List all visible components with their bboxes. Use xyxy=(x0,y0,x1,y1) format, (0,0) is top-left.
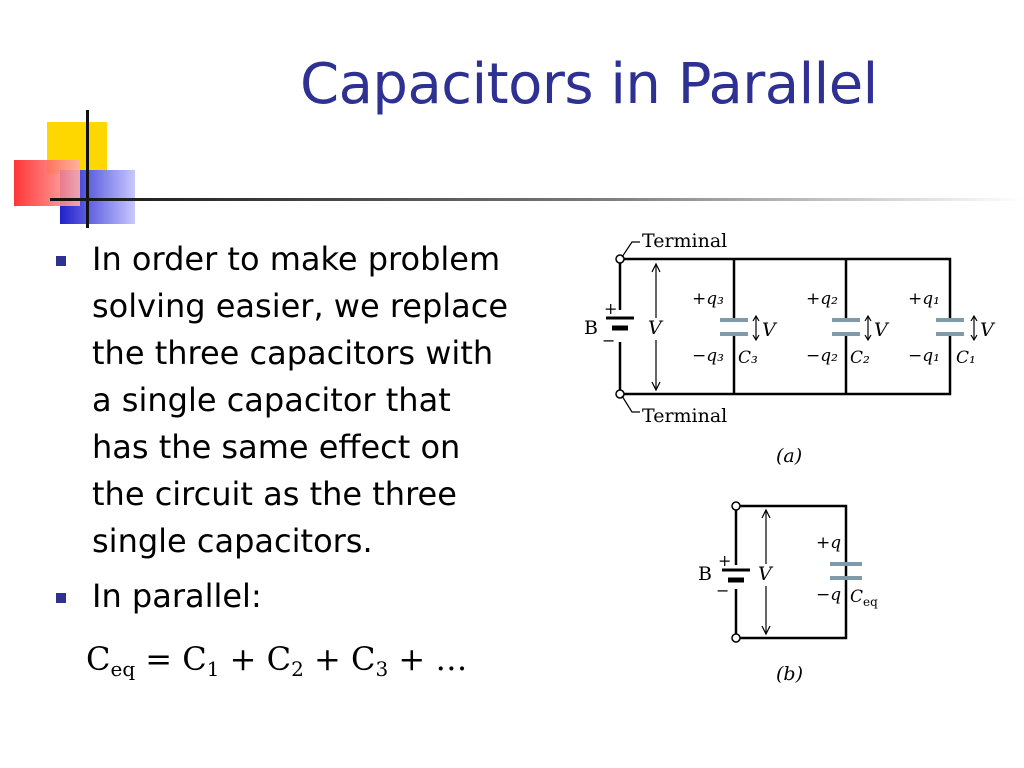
c2-charge-pos: +q₂ xyxy=(806,289,838,309)
figure-b-caption: (b) xyxy=(776,663,803,685)
formula-ceq-sub: eq xyxy=(110,657,136,681)
voltage-b-label: V xyxy=(758,563,774,585)
formula-plus: + xyxy=(219,640,267,678)
bullet-line: solving easier, we replace xyxy=(92,287,509,325)
c1-voltage-label: V xyxy=(980,319,996,341)
ceq-label: Ceq xyxy=(850,587,878,609)
bullet-line: the three capacitors with xyxy=(92,334,494,372)
formula-c2-sub: 2 xyxy=(291,657,304,681)
bullet-marker-icon xyxy=(56,256,66,266)
equivalent-capacitance-formula: Ceq = C1 + C2 + C3 + … xyxy=(86,640,467,681)
formula-plus: + xyxy=(303,640,352,678)
terminal-top-label: Terminal xyxy=(642,230,727,252)
ceq-charge-pos: +q xyxy=(816,533,841,553)
battery-symbol xyxy=(606,316,634,331)
battery-minus: − xyxy=(602,331,615,350)
formula-c1: C xyxy=(182,640,207,678)
bullet-list: In order to make problem solving easier,… xyxy=(52,236,572,620)
capacitor-c2 xyxy=(832,318,860,336)
formula-ceq: C xyxy=(86,640,111,678)
horizontal-rule xyxy=(50,198,1024,201)
battery-b-minus: − xyxy=(716,581,729,600)
c3-voltage-label: V xyxy=(762,319,778,341)
c3-label: C₃ xyxy=(738,348,758,368)
slide-title: Capacitors in Parallel xyxy=(300,52,878,117)
battery-label: B xyxy=(584,317,598,339)
formula-c1-sub: 1 xyxy=(206,657,220,681)
voltage-label: V xyxy=(648,317,664,339)
c2-charge-neg: −q₂ xyxy=(806,346,838,366)
parallel-circuit-diagram-a: Terminal Terminal B + − V +q₃ −q₃ C₃ V +… xyxy=(584,230,996,467)
battery-b-symbol xyxy=(722,568,750,583)
formula-tail: + … xyxy=(388,640,468,678)
c3-charge-neg: −q₃ xyxy=(692,346,724,366)
c1-label: C₁ xyxy=(956,348,976,368)
formula-c2: C xyxy=(266,640,292,678)
bullet-item: In parallel: xyxy=(52,573,572,620)
formula-equals: = xyxy=(135,640,183,678)
capacitor-ceq xyxy=(830,562,862,580)
battery-plus: + xyxy=(604,299,617,318)
terminal-bottom-label: Terminal xyxy=(642,405,727,427)
bullet-line: single capacitors. xyxy=(92,522,373,560)
terminal-b-top-node xyxy=(731,501,741,511)
formula-c3: C xyxy=(351,640,376,678)
bullet-line: In order to make problem xyxy=(92,240,501,278)
c1-charge-pos: +q₁ xyxy=(908,289,940,309)
terminal-b-bottom-node xyxy=(731,633,741,643)
bullet-marker-icon xyxy=(56,593,66,603)
bullet-line: has the same effect on xyxy=(92,428,461,466)
bullet-line: a single capacitor that xyxy=(92,381,451,419)
c1-charge-neg: −q₁ xyxy=(908,346,940,366)
c2-voltage-label: V xyxy=(874,319,890,341)
circuit-wires xyxy=(620,257,952,396)
vertical-rule xyxy=(86,110,89,228)
bullet-line: the circuit as the three xyxy=(92,475,457,513)
capacitor-c1 xyxy=(936,318,964,336)
c2-label: C₂ xyxy=(850,348,870,368)
decorative-corner-graphic xyxy=(14,110,1024,228)
c3-charge-pos: +q₃ xyxy=(692,289,724,309)
battery-b-plus: + xyxy=(718,551,731,570)
capacitor-c3 xyxy=(720,318,748,336)
equivalent-circuit-diagram-b: B + − V +q −q Ceq (b) xyxy=(698,501,878,685)
battery-b-label: B xyxy=(698,563,712,585)
bullet-item: In order to make problem solving easier,… xyxy=(52,236,572,565)
figure-a-caption: (a) xyxy=(776,445,802,467)
bullet-line: In parallel: xyxy=(92,577,262,615)
formula-c3-sub: 3 xyxy=(375,657,389,681)
ceq-charge-neg: −q xyxy=(816,585,841,605)
circuit-b-wires xyxy=(734,504,848,640)
